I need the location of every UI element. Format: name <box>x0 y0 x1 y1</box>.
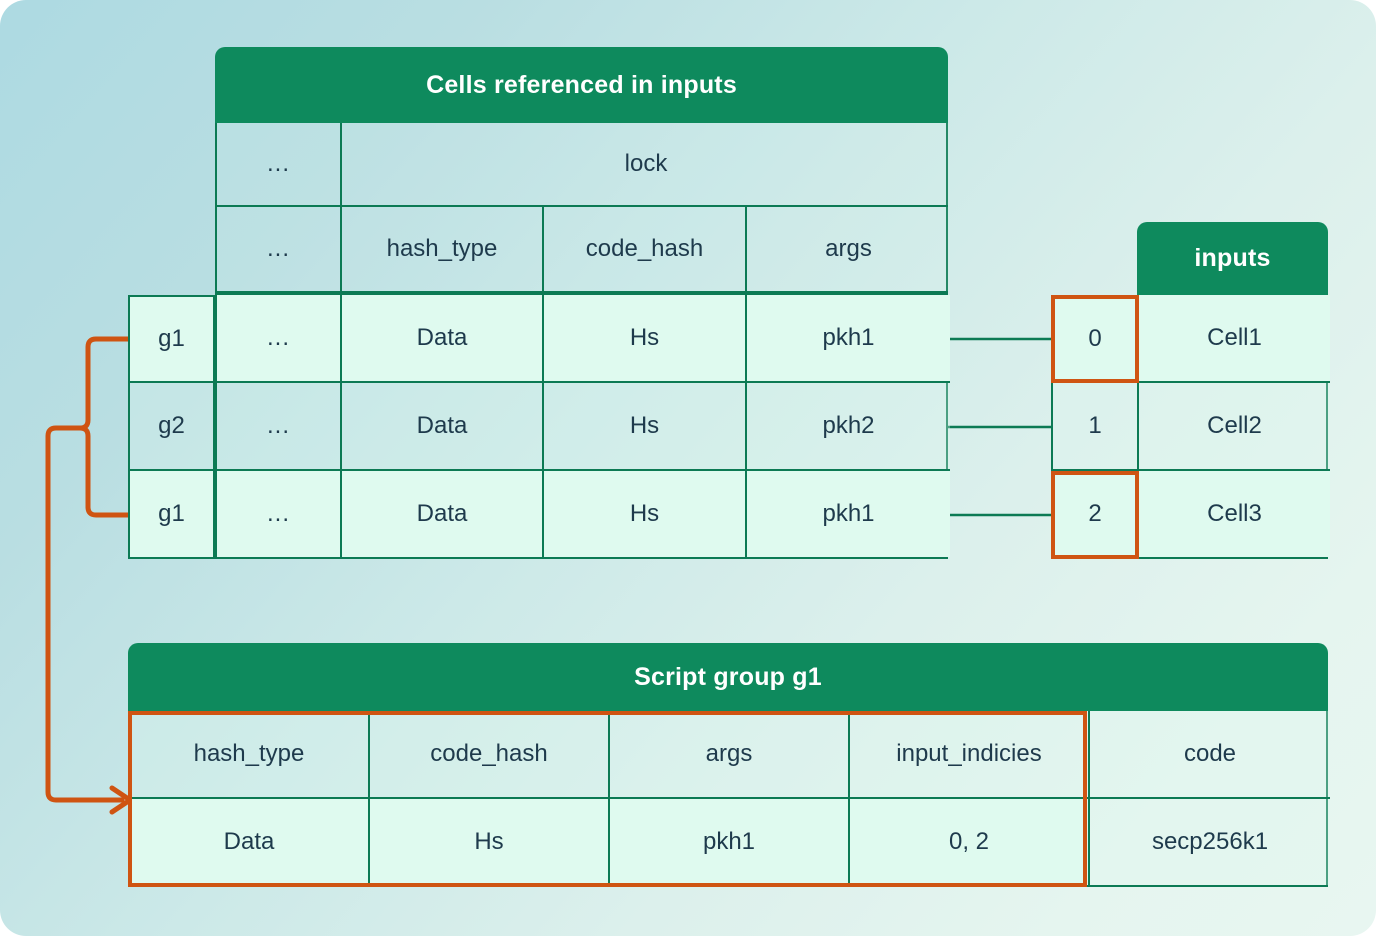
cells-table-column-headers: ... hash_type code_hash args <box>215 207 950 293</box>
cells-row3-hash-type: Data <box>342 471 544 557</box>
cells-row1-code-hash: Hs <box>544 295 747 383</box>
sg-col-header-input-indicies: input_indicies <box>850 711 1090 799</box>
group-label-row1: g1 <box>128 295 215 383</box>
input-index-1: 1 <box>1051 383 1139 471</box>
cells-row3-args: pkh1 <box>747 471 950 557</box>
cells-row2-hash-type: Data <box>342 383 544 471</box>
cells-row1-args: pkh1 <box>747 295 950 383</box>
cells-row3-code-hash: Hs <box>544 471 747 557</box>
cells-row2-code-hash: Hs <box>544 383 747 471</box>
sg-col-header-hash-type: hash_type <box>130 711 370 799</box>
cells-row1-dots: ... <box>217 295 342 383</box>
sg-value-args: pkh1 <box>610 799 850 885</box>
sg-value-code-hash: Hs <box>370 799 610 885</box>
cells-row3-dots: ... <box>217 471 342 557</box>
cells-row1-hash-type: Data <box>342 295 544 383</box>
input-cell-2: Cell3 <box>1139 471 1330 557</box>
cells-col-header-args: args <box>747 207 950 291</box>
input-index-2: 2 <box>1051 471 1139 559</box>
cells-lockrow-lock-label: lock <box>342 123 950 205</box>
orange-path-g1-row1 <box>45 336 133 803</box>
cells-row2-args: pkh2 <box>747 383 950 471</box>
script-group-table: hash_type code_hash args input_indicies … <box>128 711 1330 887</box>
sg-value-code: secp256k1 <box>1090 799 1330 885</box>
cells-table-lockrow: ... lock <box>215 123 950 207</box>
inputs-table-body: Cell1 Cell2 Cell3 <box>1137 295 1330 559</box>
group-label-row3: g1 <box>128 471 215 559</box>
inputs-table-title: inputs <box>1137 222 1328 295</box>
input-cell-1: Cell2 <box>1139 383 1330 471</box>
orange-path-g1-row3 <box>77 425 133 518</box>
input-cell-0: Cell1 <box>1139 295 1330 383</box>
input-index-0: 0 <box>1051 295 1139 383</box>
sg-col-header-code: code <box>1090 711 1330 799</box>
cells-row2-dots: ... <box>217 383 342 471</box>
cells-table-title: Cells referenced in inputs <box>215 47 948 123</box>
cells-table-body: ... Data Hs pkh1 ... Data Hs pkh2 ... Da… <box>215 293 950 559</box>
sg-value-hash-type: Data <box>130 799 370 885</box>
sg-col-header-code-hash: code_hash <box>370 711 610 799</box>
cells-col-header-dots: ... <box>217 207 342 291</box>
cells-lockrow-dots: ... <box>217 123 342 205</box>
group-label-row2: g2 <box>128 383 215 471</box>
cells-col-header-hash-type: hash_type <box>342 207 544 291</box>
sg-value-input-indicies: 0, 2 <box>850 799 1090 885</box>
script-group-title: Script group g1 <box>128 643 1328 711</box>
sg-col-header-args: args <box>610 711 850 799</box>
cells-col-header-code-hash: code_hash <box>544 207 747 291</box>
